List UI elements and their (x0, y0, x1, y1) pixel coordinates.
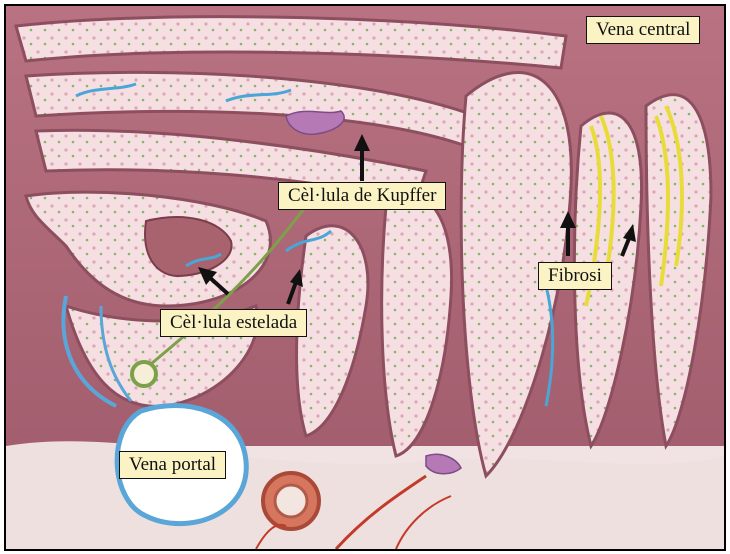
label-kupffer-cell: Cèl·lula de Kupffer (278, 182, 446, 210)
label-fibrosis: Fibrosi (538, 262, 612, 290)
label-portal-vein: Vena portal (119, 451, 226, 479)
image-frame: Vena central Cèl·lula de Kupffer Fibrosi… (4, 4, 726, 551)
label-vena-central: Vena central (586, 16, 700, 44)
liver-tissue-illustration (6, 6, 724, 549)
label-stellate-cell: Cèl·lula estelada (160, 309, 307, 337)
